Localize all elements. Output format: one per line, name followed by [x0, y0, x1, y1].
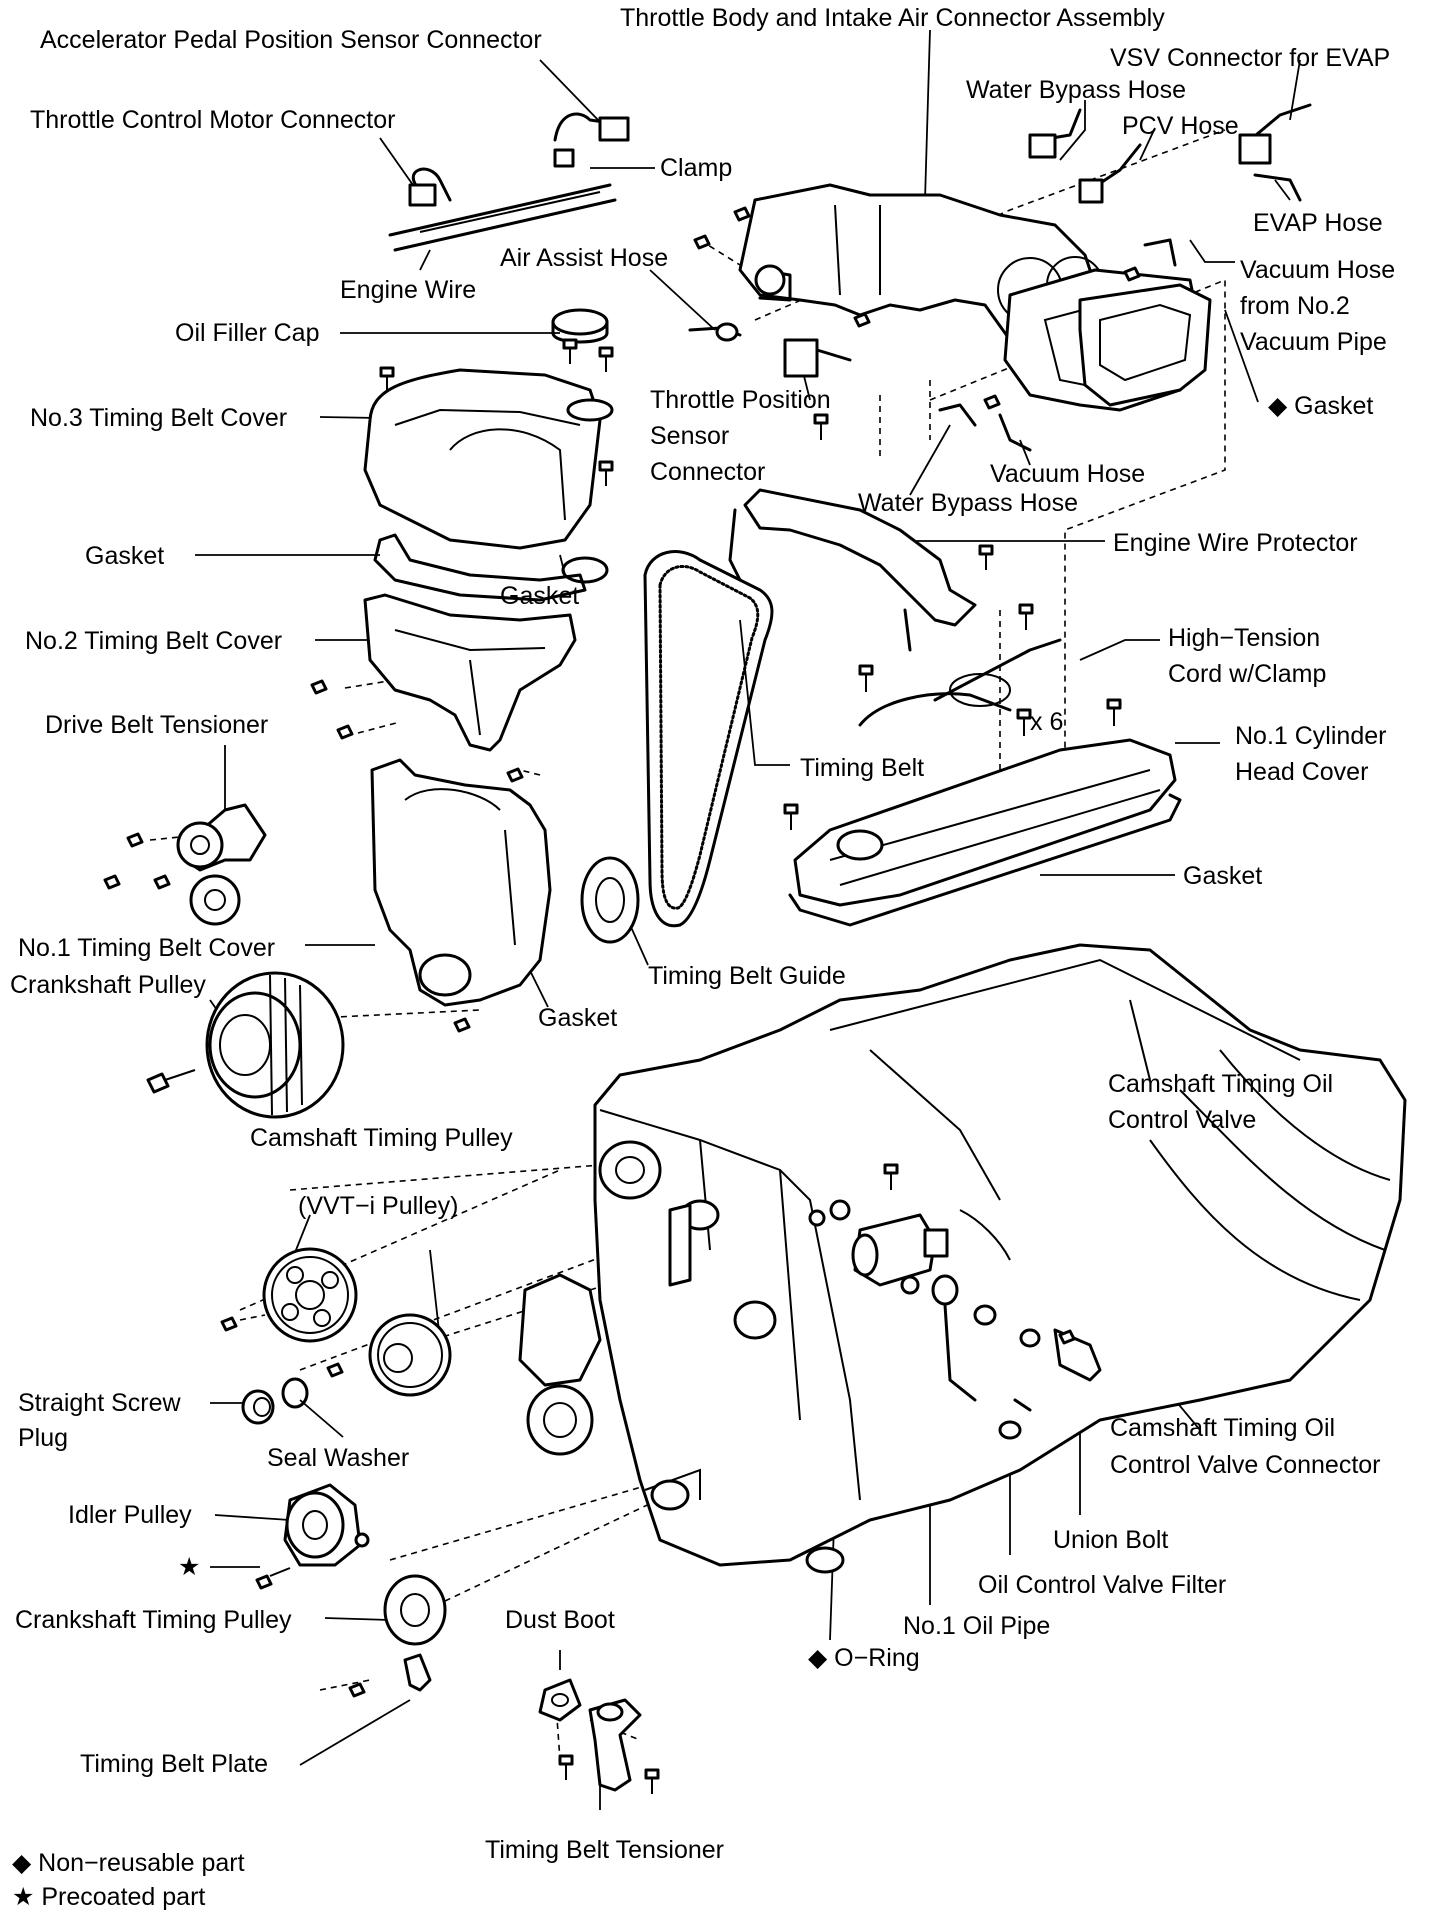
no1-cylinder-head-cover [793, 738, 1177, 907]
no3-timing-belt-cover [363, 368, 614, 550]
label-union-bolt: Union Bolt [1053, 1526, 1169, 1554]
label-engine-wire: Engine Wire [340, 276, 477, 304]
label-crankshaft-pulley: Crankshaft Pulley [10, 971, 206, 999]
oil-filler-cap [551, 308, 609, 344]
camshaft-timing-ocv [851, 1213, 949, 1287]
engine-wire-harness [388, 112, 630, 252]
label-timing-belt: Timing Belt [800, 754, 925, 782]
label-no1-cylinder-head-cover-line1: No.1 Cylinder [1235, 722, 1387, 750]
label-clamp: Clamp [660, 154, 733, 182]
drive-belt-tensioner [176, 803, 267, 926]
no2-timing-belt-cover [363, 593, 577, 752]
label-engine-wire-protector: Engine Wire Protector [1113, 529, 1358, 557]
label-straight-screw-plug-line2: Plug [18, 1424, 69, 1452]
label-timing-belt-plate: Timing Belt Plate [80, 1750, 269, 1778]
label-vvti-pulley: (VVT−i Pulley) [298, 1192, 459, 1220]
label-gasket-head-cover: Gasket [1183, 862, 1263, 890]
tps-connector [688, 322, 852, 378]
label-idler-pulley: Idler Pulley [68, 1501, 192, 1529]
label-accelerator-pedal-sensor-connector: Accelerator Pedal Position Sensor Connec… [40, 26, 542, 54]
engine-block [593, 943, 1407, 1574]
intake-gasket [1078, 283, 1212, 407]
legend-non-reusable: ◆ Non−reusable part [12, 1849, 245, 1877]
label-water-bypass-hose-lower: Water Bypass Hose [858, 489, 1078, 517]
timing-belt-plate [403, 1653, 432, 1692]
label-evap-hose: EVAP Hose [1253, 209, 1383, 237]
no1-timing-belt-cover [370, 758, 552, 1007]
label-vacuum-hose: Vacuum Hose [990, 460, 1146, 488]
timing-belt-tensioner [588, 1698, 642, 1792]
label-water-bypass-hose-top: Water Bypass Hose [966, 76, 1186, 104]
label-no3-timing-belt-cover: No.3 Timing Belt Cover [30, 404, 288, 432]
straight-screw-plug [241, 1389, 275, 1425]
label-ocv-connector-line2: Control Valve Connector [1110, 1451, 1381, 1479]
label-vacuum-hose-no2-line3: Vacuum Pipe [1240, 328, 1387, 356]
label-high-tension-cord-line1: High−Tension [1168, 624, 1321, 652]
label-camshaft-timing-ocv-line2: Control Valve [1108, 1106, 1257, 1134]
seal-washer [281, 1377, 309, 1409]
label-vacuum-hose-no2-line2: from No.2 [1240, 292, 1350, 320]
label-no1-cylinder-head-cover-line2: Head Cover [1235, 758, 1369, 786]
legend-precoated: ★ Precoated part [12, 1883, 206, 1911]
label-air-assist-hose: Air Assist Hose [500, 244, 669, 272]
label-seal-washer: Seal Washer [267, 1444, 410, 1472]
label-ocv-connector-line1: Camshaft Timing Oil [1110, 1414, 1336, 1442]
label-throttle-position-sensor-line2: Sensor [650, 422, 730, 450]
label-timing-belt-guide: Timing Belt Guide [648, 962, 846, 990]
label-oil-filler-cap: Oil Filler Cap [175, 319, 320, 347]
vvti-pulley [368, 1313, 452, 1397]
label-camshaft-timing-pulley: Camshaft Timing Pulley [250, 1124, 513, 1152]
label-throttle-position-sensor-line3: Connector [650, 458, 766, 486]
label-throttle-body-assembly: Throttle Body and Intake Air Connector A… [620, 4, 1165, 32]
crankshaft-pulley [205, 971, 345, 1119]
label-throttle-control-motor-connector: Throttle Control Motor Connector [30, 106, 396, 134]
camshaft-timing-pulley [262, 1247, 358, 1343]
label-straight-screw-plug-line1: Straight Screw [18, 1389, 181, 1417]
label-crankshaft-timing-pulley: Crankshaft Timing Pulley [15, 1606, 292, 1634]
hoses-top-right [938, 103, 1312, 452]
dust-boot [538, 1678, 582, 1722]
label-drive-belt-tensioner: Drive Belt Tensioner [45, 711, 269, 739]
crankshaft-timing-pulley [383, 1574, 447, 1646]
label-gasket-no3-cover: Gasket [85, 542, 165, 570]
label-gasket-no1-cover: Gasket [538, 1004, 618, 1032]
engine-wire-protector [728, 488, 977, 652]
label-pcv-hose: PCV Hose [1122, 112, 1239, 140]
head-cover-gasket [788, 793, 1182, 927]
water-pump [518, 1273, 602, 1456]
label-dust-boot: Dust Boot [505, 1606, 615, 1634]
label-gasket-small: Gasket [500, 582, 580, 610]
label-timing-belt-tensioner: Timing Belt Tensioner [485, 1836, 725, 1864]
label-no1-timing-belt-cover: No.1 Timing Belt Cover [18, 934, 276, 962]
precoated-star-marker: ★ [178, 1553, 201, 1581]
timing-belt-guide [580, 856, 640, 944]
label-times-six: x 6 [1030, 708, 1064, 736]
high-tension-cord [858, 638, 1062, 727]
label-no1-oil-pipe: No.1 Oil Pipe [903, 1612, 1051, 1640]
label-no2-timing-belt-cover: No.2 Timing Belt Cover [25, 627, 283, 655]
label-high-tension-cord-line2: Cord w/Clamp [1168, 660, 1327, 688]
bolts [103, 206, 1141, 1794]
label-throttle-position-sensor-line1: Throttle Position [650, 386, 831, 414]
small-gasket [561, 556, 609, 584]
label-oil-control-valve-filter: Oil Control Valve Filter [978, 1571, 1227, 1599]
label-o-ring: ◆ O−Ring [808, 1644, 920, 1672]
idler-pulley [283, 1483, 362, 1567]
timing-belt [643, 550, 774, 928]
label-gasket-intake: ◆ Gasket [1268, 392, 1374, 420]
label-vsv-connector-evap: VSV Connector for EVAP [1110, 44, 1391, 72]
label-camshaft-timing-ocv-line1: Camshaft Timing Oil [1108, 1070, 1334, 1098]
label-vacuum-hose-no2-line1: Vacuum Hose [1240, 256, 1396, 284]
